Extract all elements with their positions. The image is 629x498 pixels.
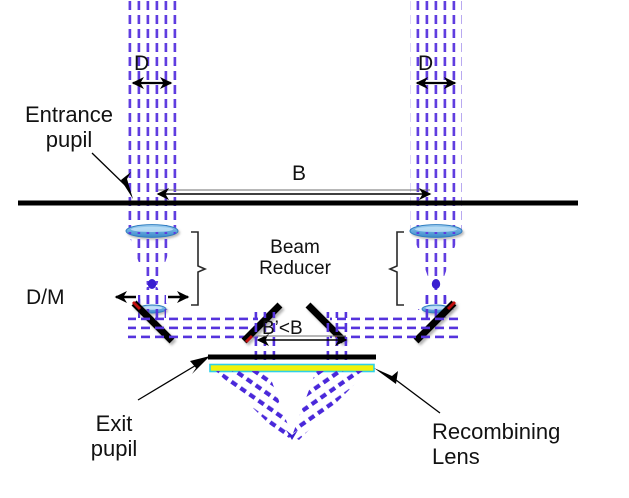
right-input-beam xyxy=(410,0,462,230)
reduced-baseline-label: B’<B xyxy=(262,318,303,339)
exit-pupil-pointer xyxy=(137,356,210,401)
converging-beam-left xyxy=(216,371,292,440)
focal-point xyxy=(286,430,298,440)
converging-beam-right xyxy=(292,371,368,440)
beam-reducer-brace-left xyxy=(191,231,208,306)
exit-pupil-label: Exit pupil xyxy=(90,411,138,461)
reduced-aperture-label: D/M xyxy=(26,286,65,309)
baseline-b-label: B xyxy=(292,162,307,185)
aperture-d-left-label: D xyxy=(134,52,150,75)
entrance-pupil-label: Entrance pupil xyxy=(24,102,114,152)
recombining-lens-label: Recombining Lens xyxy=(432,419,561,469)
recombining-lens-pointer xyxy=(374,368,441,414)
beam-reducer-brace-right xyxy=(387,231,404,306)
left-horizontal-beam xyxy=(128,312,258,342)
recombining-lens-bar xyxy=(209,363,375,373)
beam-reducer-label: Beam Reducer xyxy=(259,237,331,280)
baseline-b-arrow xyxy=(156,188,432,200)
entrance-pupil-pointer xyxy=(91,152,133,199)
right-downward-beam xyxy=(326,312,352,368)
left-input-beam xyxy=(126,0,178,230)
reduced-baseline-arrow xyxy=(256,334,348,346)
aperture-d-right-label: D xyxy=(418,52,434,75)
